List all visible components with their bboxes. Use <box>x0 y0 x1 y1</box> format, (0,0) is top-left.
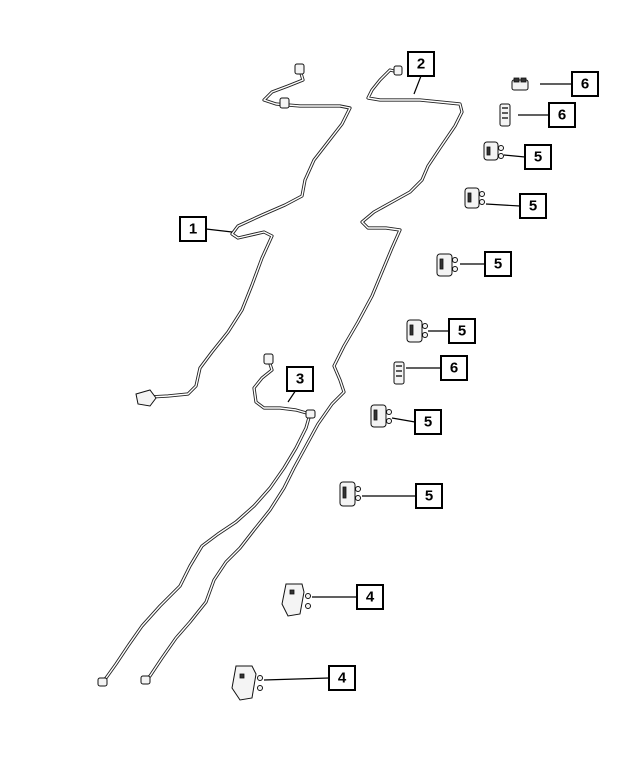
tube-1-end-fitting <box>135 389 157 407</box>
svg-text:4: 4 <box>366 589 375 606</box>
callout-5-f: 5 <box>415 483 443 509</box>
callout-5-c: 5 <box>484 251 512 277</box>
retainer-6b <box>499 103 511 127</box>
leader-lines <box>205 75 572 681</box>
tube-3-end-fitting <box>97 677 108 687</box>
svg-text:4: 4 <box>338 670 347 687</box>
callout-6-b: 6 <box>548 102 576 128</box>
bracket-4b <box>231 665 263 701</box>
retainer-6c <box>393 361 405 385</box>
svg-text:6: 6 <box>558 107 566 124</box>
svg-text:5: 5 <box>529 198 537 215</box>
svg-text:6: 6 <box>450 360 458 377</box>
tube-1-fitting-top <box>294 63 305 75</box>
callout-5-d: 5 <box>448 318 476 344</box>
tube-3-fitting <box>305 409 316 419</box>
svg-text:5: 5 <box>534 149 542 166</box>
callout-3: 3 <box>286 366 314 392</box>
clip-5d <box>406 319 428 343</box>
callout-6-c: 6 <box>440 355 468 381</box>
clip-5c <box>436 253 458 277</box>
bracket-4a <box>281 583 311 617</box>
callout-5-a: 5 <box>524 144 552 170</box>
svg-text:5: 5 <box>494 256 502 273</box>
retainer-6a <box>511 77 529 91</box>
svg-text:5: 5 <box>425 488 433 505</box>
brake-tube-1 <box>135 63 352 407</box>
callout-5-e: 5 <box>414 409 442 435</box>
clip-5e <box>370 404 392 428</box>
callout-6-a: 6 <box>571 71 599 97</box>
brake-tube-3 <box>97 353 316 687</box>
brake-tube-2 <box>140 65 464 685</box>
callout-1: 1 <box>179 216 207 242</box>
tube-1-fitting <box>279 97 290 109</box>
clip-5b <box>464 187 485 209</box>
tube-3-fitting-top <box>263 353 274 365</box>
callout-2: 2 <box>407 51 435 77</box>
tube-2-end-fitting <box>140 675 151 685</box>
callout-4-lower: 4 <box>328 665 356 691</box>
svg-text:2: 2 <box>417 56 425 73</box>
callout-4-upper: 4 <box>356 584 384 610</box>
tube-2-fitting-top <box>393 65 403 76</box>
svg-text:5: 5 <box>424 414 432 431</box>
svg-text:1: 1 <box>189 221 197 238</box>
svg-text:5: 5 <box>458 323 466 340</box>
clip-5f <box>339 481 361 507</box>
svg-text:3: 3 <box>296 371 304 388</box>
clip-5a <box>483 141 504 161</box>
callout-5-b: 5 <box>519 193 547 219</box>
svg-text:6: 6 <box>581 76 589 93</box>
